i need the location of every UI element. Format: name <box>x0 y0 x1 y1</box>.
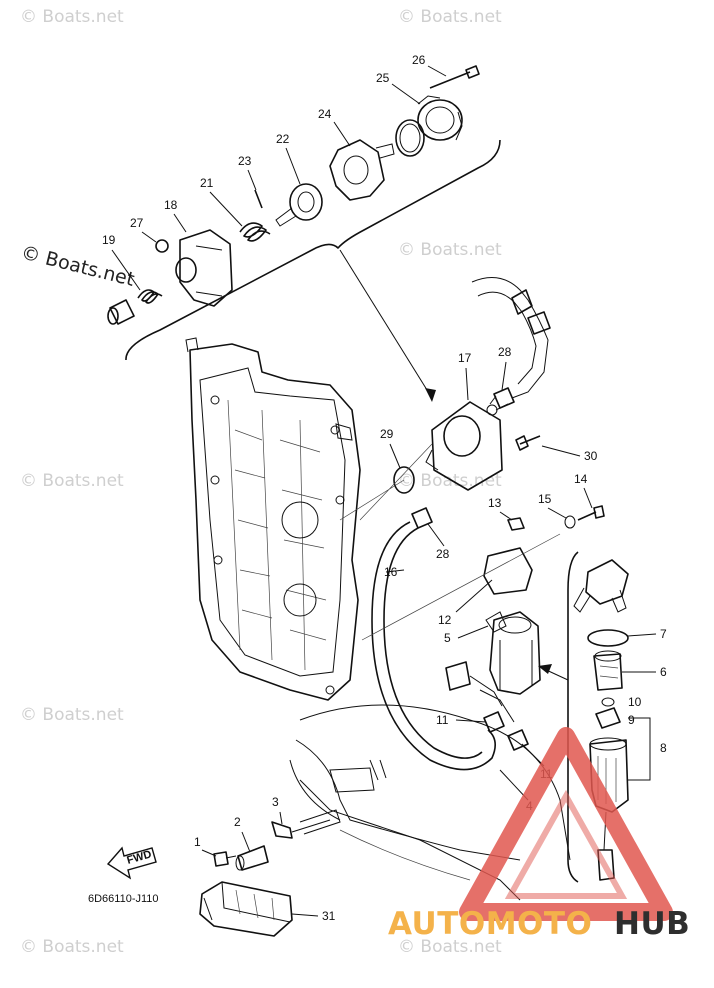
callout-14: 14 <box>574 472 588 486</box>
pointer-arrowhead <box>425 388 436 402</box>
callout-17: 17 <box>458 351 472 365</box>
callout-12: 12 <box>438 613 452 627</box>
watermark: © Boats.net <box>20 937 124 957</box>
protector-31 <box>199 881 293 937</box>
fuel-hose-top <box>471 277 551 409</box>
clip-11b <box>507 729 529 751</box>
pointer-arrowhead-right <box>538 664 552 674</box>
callout-21: 21 <box>200 176 214 190</box>
callout-28-lower: 28 <box>436 547 450 561</box>
cylinder-head <box>185 337 361 701</box>
fwd-arrow-icon: FWD <box>106 846 157 880</box>
callout-16: 16 <box>384 565 398 579</box>
watermark: © Boats.net <box>20 705 124 725</box>
callout-23: 23 <box>238 154 252 168</box>
callout-5: 5 <box>444 631 451 645</box>
callout-8: 8 <box>660 741 667 755</box>
logo-text-hub: HUB <box>614 906 690 942</box>
fuel-hose-16 <box>371 521 496 771</box>
clip-28 <box>411 507 433 529</box>
callout-30: 30 <box>584 449 598 463</box>
diagram-code: 6D66110-J110 <box>88 893 159 905</box>
fuel-filter-center <box>445 505 605 723</box>
callout-6: 6 <box>660 665 667 679</box>
watermark-group: © Boats.net © Boats.net © Boats.net © Bo… <box>19 7 502 957</box>
callout-1: 1 <box>194 835 201 849</box>
callout-15: 15 <box>538 492 552 506</box>
watermark: © Boats.net <box>20 7 124 27</box>
bracket-8 <box>628 717 651 781</box>
group-bracket-right <box>567 551 579 883</box>
fitting-parts <box>213 809 341 871</box>
callout-26: 26 <box>412 53 426 67</box>
logo-text-automoto: AUTOMOTO <box>388 906 592 942</box>
callout-27: 27 <box>130 216 144 230</box>
pointer-arrow <box>339 249 433 399</box>
watermark: © Boats.net <box>398 937 502 957</box>
clip-11a <box>483 711 505 733</box>
callout-22: 22 <box>276 132 290 146</box>
callout-11: 11 <box>436 713 449 727</box>
thermostat-assembly <box>107 65 480 325</box>
callout-2: 2 <box>234 815 241 829</box>
callout-group: 26 25 24 22 23 21 27 18 19 17 28 29 30 1… <box>102 53 667 923</box>
callout-3: 3 <box>272 795 279 809</box>
callout-25: 25 <box>376 71 390 85</box>
logo-triangle-icon <box>459 727 673 921</box>
callout-24: 24 <box>318 107 332 121</box>
bolt-30 <box>519 435 541 445</box>
callout-19: 19 <box>102 233 116 247</box>
callout-13: 13 <box>488 496 502 510</box>
watermark-dark: © Boats.net <box>19 242 137 291</box>
watermark: © Boats.net <box>398 7 502 27</box>
callout-31: 31 <box>322 909 336 923</box>
watermark: © Boats.net <box>20 471 124 491</box>
o-ring-29 <box>393 466 415 494</box>
callout-10: 10 <box>628 695 642 709</box>
callout-28: 28 <box>498 345 512 359</box>
watermark: © Boats.net <box>398 240 502 260</box>
group-bracket <box>125 139 501 361</box>
callout-9: 9 <box>628 713 635 727</box>
callout-7: 7 <box>660 627 667 641</box>
callout-29: 29 <box>380 427 394 441</box>
callout-18: 18 <box>164 198 178 212</box>
fuel-hose-16-inner <box>383 527 483 759</box>
automotohub-logo: AUTOMOTO HUB <box>388 727 690 942</box>
leader-line <box>339 443 561 641</box>
bolt-30-head <box>515 435 529 451</box>
